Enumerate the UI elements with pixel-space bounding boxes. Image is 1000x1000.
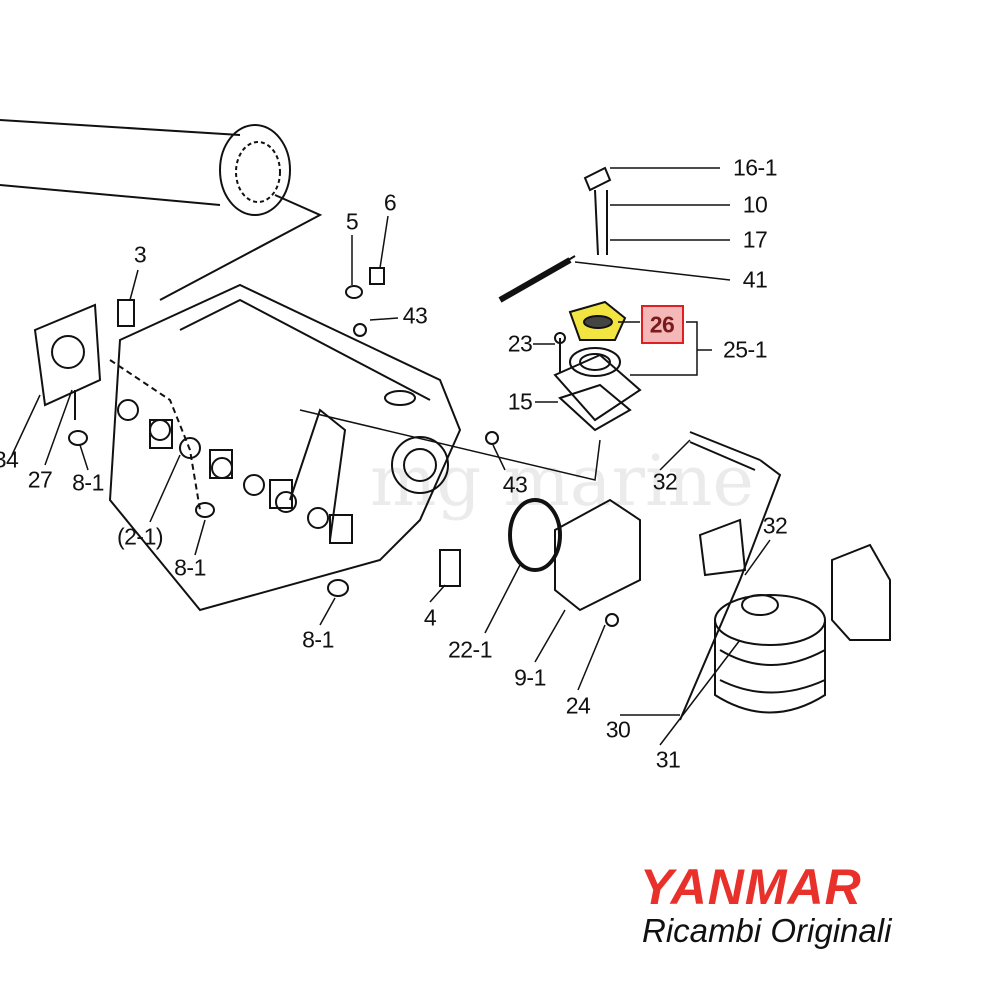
label-10: 10 xyxy=(742,191,768,218)
thermostat-housing xyxy=(553,300,642,432)
gasket xyxy=(33,303,102,407)
label-43b: 43 xyxy=(502,471,528,498)
label-27: 27 xyxy=(27,466,53,493)
label-8-1: 8-1 xyxy=(72,469,104,496)
yanmar-logo: YANMAR xyxy=(640,859,862,915)
label-26-highlighted: 26 xyxy=(649,311,675,338)
cover xyxy=(554,498,641,612)
exhaust-manifold xyxy=(108,283,462,612)
label-3: 3 xyxy=(133,241,147,268)
label-24: 24 xyxy=(565,692,591,719)
label-6: 6 xyxy=(383,189,397,216)
label-8-1c: 8-1 xyxy=(302,626,334,653)
label-32b: 32 xyxy=(762,512,788,539)
label-31: 31 xyxy=(655,746,681,773)
label-30: 30 xyxy=(605,716,631,743)
label-32: 32 xyxy=(652,468,678,495)
label-23: 23 xyxy=(507,330,533,357)
label-15: 15 xyxy=(507,388,533,415)
label-22-1: 22-1 xyxy=(447,636,493,663)
label-17: 17 xyxy=(742,226,768,253)
watermark: mg marine xyxy=(370,440,754,522)
label-41: 41 xyxy=(742,266,768,293)
highlight-box-part-26 xyxy=(641,305,684,344)
brand-tagline: Ricambi Originali xyxy=(642,912,892,949)
label-9-1: 9-1 xyxy=(514,664,546,691)
leader-lines xyxy=(11,167,771,746)
label-5: 5 xyxy=(345,208,359,235)
label-16-1: 16-1 xyxy=(732,154,778,181)
label-2-1: (2-1) xyxy=(116,523,164,550)
label-8-1b: 8-1 xyxy=(174,554,206,581)
label-4: 4 xyxy=(423,604,437,631)
coolant-tank xyxy=(714,543,891,714)
label-43: 43 xyxy=(402,302,428,329)
label-25-1: 25-1 xyxy=(722,336,768,363)
muffler-tube xyxy=(0,119,323,301)
stud xyxy=(117,299,135,327)
label-34: 34 xyxy=(0,446,19,473)
